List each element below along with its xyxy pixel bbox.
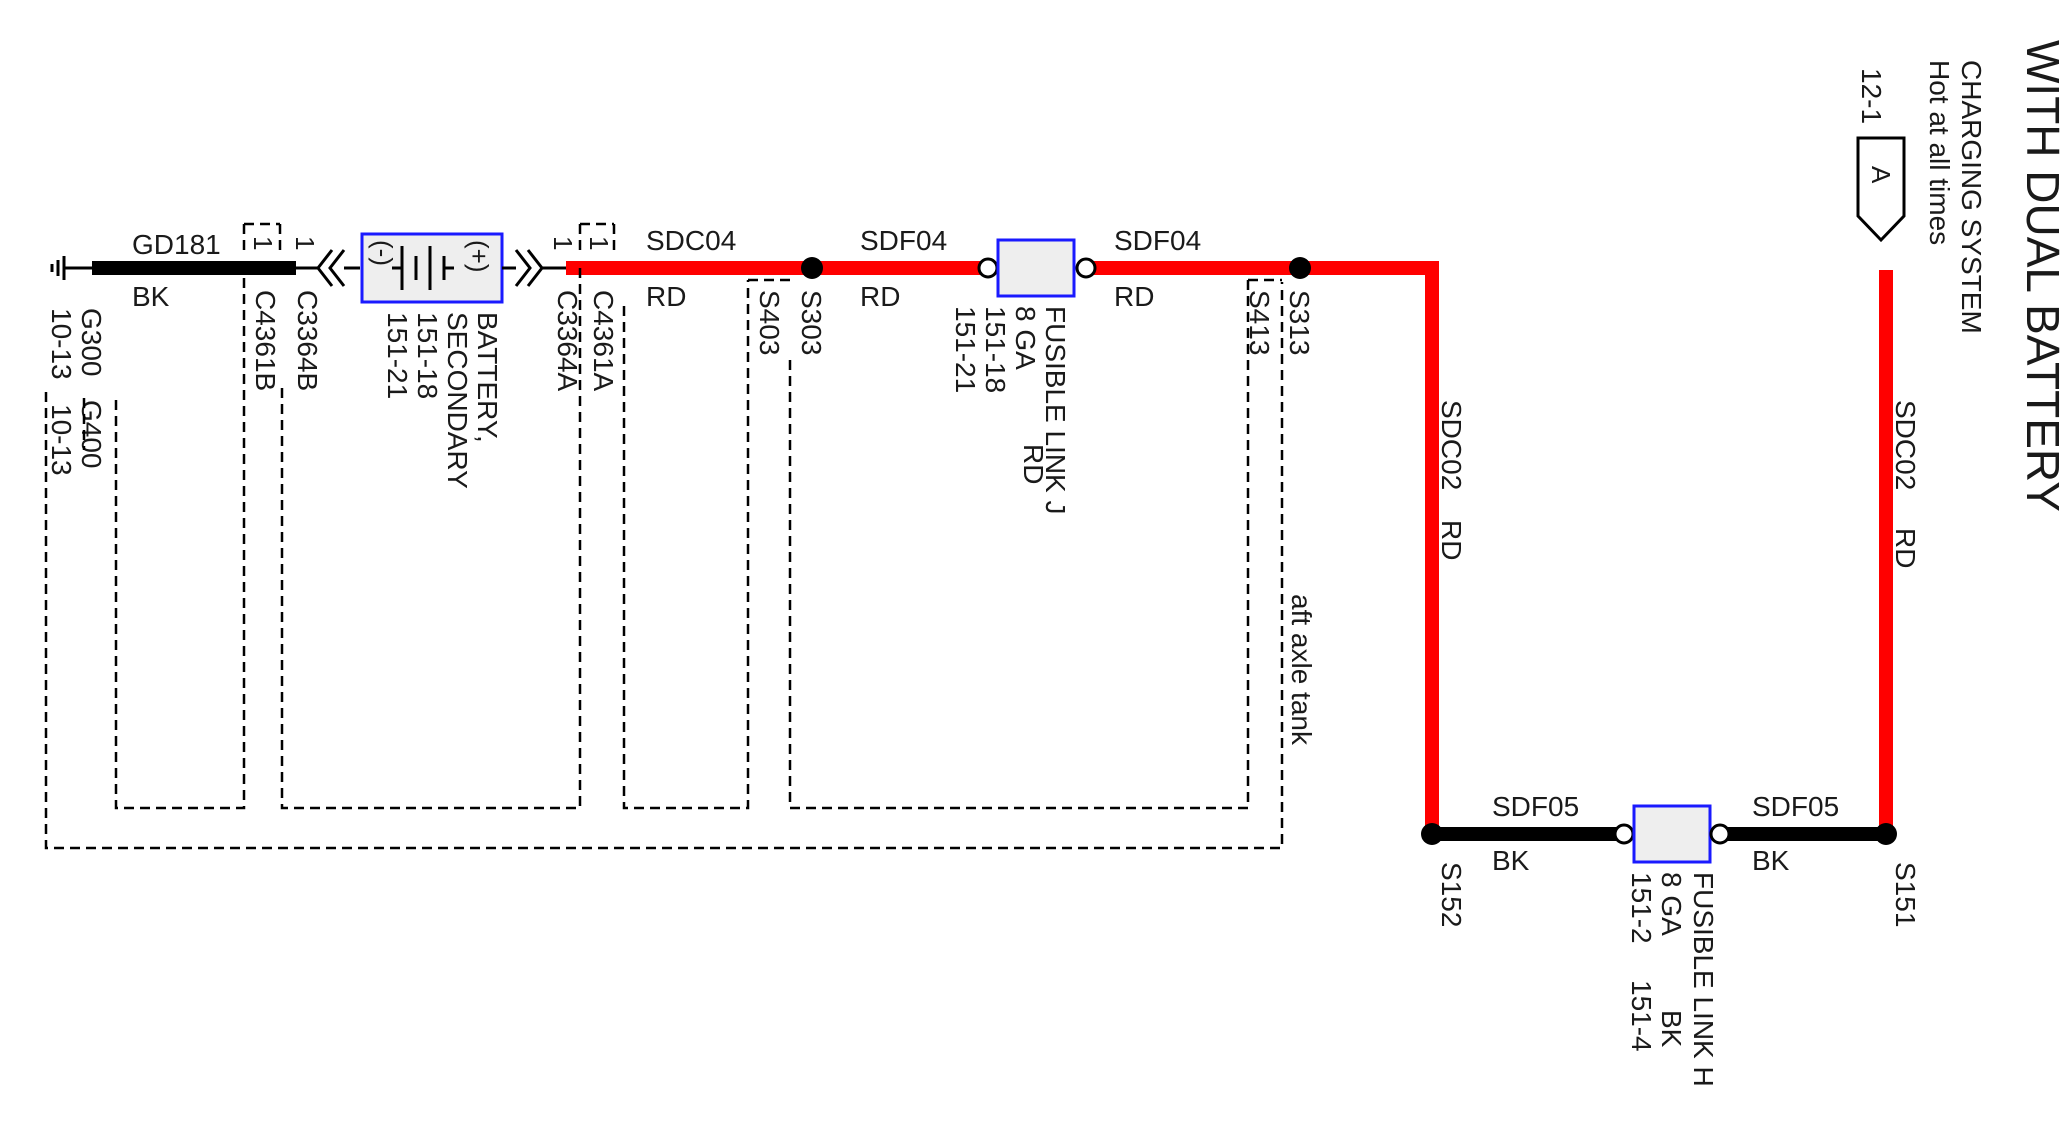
splice-s303-label[interactable]: S303 <box>796 290 827 355</box>
wire-sdf05-a-color: BK <box>1492 845 1530 876</box>
connector-a-letter: A <box>1866 166 1896 184</box>
splice-s151-dot[interactable] <box>1875 823 1897 845</box>
source-ref-label[interactable]: 12-1 <box>1856 68 1887 124</box>
fuse-h-name: FUSIBLE LINK H <box>1688 872 1719 1087</box>
fuse-h-ref2[interactable]: 151-4 <box>1626 980 1657 1052</box>
diagram-title: WITH DUAL BATTERY <box>2017 40 2069 512</box>
wire-sdc04-circuit: SDC04 <box>646 225 736 256</box>
battery-secondary-body[interactable] <box>360 232 504 304</box>
splice-s313-dot[interactable] <box>1289 257 1311 279</box>
fuse-j-ref1[interactable]: 151-18 <box>980 306 1011 393</box>
wire-sdf05-b-circuit: SDF05 <box>1752 791 1839 822</box>
fuse-j-left-terminal <box>977 257 999 279</box>
harness-outline-outer <box>44 282 1284 850</box>
fuse-h-gauge: 8 GA <box>1656 872 1687 936</box>
wire-sdf04-b-circuit: SDF04 <box>1114 225 1201 256</box>
wire-sdc02-left-color: RD <box>1436 520 1467 560</box>
battery-name-line2: SECONDARY <box>442 312 473 489</box>
splice-s151-label[interactable]: S151 <box>1890 862 1921 927</box>
wire-sdc02-right-circuit: SDC02 <box>1890 400 1921 490</box>
connector-c4361b-symbol[interactable] <box>242 222 282 252</box>
harness-outline-sdc04 <box>622 280 750 810</box>
connector-c4361a-symbol[interactable] <box>578 222 616 252</box>
wire-sdf04-a-color: RD <box>860 281 900 312</box>
splice-s403-label[interactable]: S403 <box>754 290 785 355</box>
fuse-j-body[interactable] <box>996 238 1076 298</box>
fuse-h-left-terminal <box>1613 823 1635 845</box>
fuse-h-color: BK <box>1656 1010 1687 1048</box>
fuse-j-color: RD <box>1018 444 1049 484</box>
connector-c4361b-pin: 1 <box>248 236 278 250</box>
splice-s303-dot[interactable] <box>801 257 823 279</box>
ground-g400-ref[interactable]: 10-13 <box>46 404 77 476</box>
fuse-j-ref2[interactable]: 151-21 <box>950 306 981 393</box>
wire-gd181-circuit: GD181 <box>132 229 221 260</box>
aft-axle-tank-label: aft axle tank <box>1286 594 1317 746</box>
splice-s313-label[interactable]: S313 <box>1284 290 1315 355</box>
connector-c3364b-label[interactable]: C3364B <box>292 290 323 391</box>
wire-sdc04-color: RD <box>646 281 686 312</box>
fuse-j-gauge: 8 GA <box>1010 306 1041 370</box>
wire-sdc02-left[interactable] <box>1300 261 1439 834</box>
wire-sdf04-a-circuit: SDF04 <box>860 225 947 256</box>
connector-c4361b-label[interactable]: C4361B <box>250 290 281 391</box>
fuse-j-right-terminal <box>1075 257 1097 279</box>
connector-c3364b-chevron-icon[interactable] <box>296 249 360 287</box>
source-note-label: Hot at all times <box>1924 60 1955 245</box>
connector-c3364a-chevron-icon[interactable] <box>502 249 566 287</box>
connector-c3364a-pin: 1 <box>548 236 578 250</box>
splice-s152-dot[interactable] <box>1421 823 1443 845</box>
battery-cells-icon <box>392 246 454 290</box>
harness-outline-battery <box>280 268 582 810</box>
harness-outline-ground <box>114 268 246 810</box>
connector-c4361a-pin: 1 <box>584 236 614 250</box>
battery-ref1[interactable]: 151-18 <box>412 312 443 399</box>
wire-sdc02-right-color: RD <box>1890 528 1921 568</box>
ground-g400-label[interactable]: G400 <box>76 400 107 469</box>
fuse-h-right-terminal <box>1709 823 1731 845</box>
wire-sdf04-b-color: RD <box>1114 281 1154 312</box>
battery-name-line1: BATTERY, <box>472 312 503 443</box>
harness-outline-sdf04 <box>788 280 1250 810</box>
connector-a-shape[interactable] <box>1856 136 1906 243</box>
splice-s152-label[interactable]: S152 <box>1436 862 1467 927</box>
connector-c4361a-label[interactable]: C4361A <box>588 290 619 392</box>
source-system-label: CHARGING SYSTEM <box>1956 60 1987 334</box>
battery-pos-terminal: (+) <box>464 240 494 273</box>
battery-ref2[interactable]: 151-21 <box>382 312 413 399</box>
fuse-j-name: FUSIBLE LINK J <box>1040 306 1071 515</box>
fuse-h-body[interactable] <box>1632 804 1712 864</box>
connector-c3364b-pin: 1 <box>290 236 320 250</box>
connector-c3364a-label[interactable]: C3364A <box>552 290 583 392</box>
battery-neg-terminal: (-) <box>368 240 398 266</box>
wire-sdf05-a-circuit: SDF05 <box>1492 791 1579 822</box>
fuse-h-ref1[interactable]: 151-2 <box>1626 872 1657 944</box>
ground-symbol-icon <box>50 256 92 280</box>
wire-sdf05-b-color: BK <box>1752 845 1790 876</box>
wire-sdc02-left-circuit: SDC02 <box>1436 400 1467 490</box>
ground-g300-label[interactable]: G300 <box>76 308 107 377</box>
ground-g300-ref[interactable]: 10-13 <box>46 308 77 380</box>
wire-gd181-color: BK <box>132 281 170 312</box>
